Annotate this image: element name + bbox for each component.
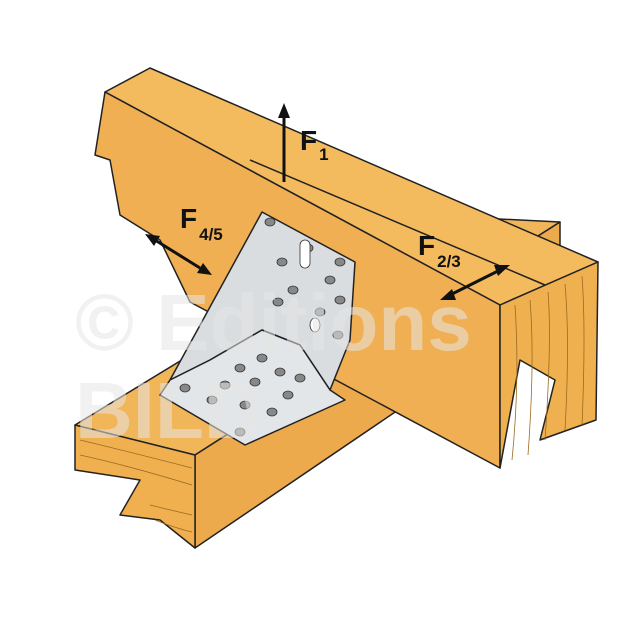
- watermark-line2: BILD: [75, 366, 262, 455]
- label-f1-main: F: [300, 125, 317, 156]
- label-f45-main: F: [180, 203, 197, 234]
- label-f1-sub: 1: [319, 145, 328, 164]
- screw-holes: [179, 217, 346, 437]
- arrow-f23: [440, 265, 510, 300]
- label-f23: F2/3: [418, 230, 461, 271]
- watermark-line1: © Editions: [75, 278, 472, 367]
- label-f45-sub: 4/5: [199, 225, 223, 244]
- arrow-f45: [145, 234, 212, 275]
- label-f23-sub: 2/3: [437, 252, 461, 271]
- label-f23-main: F: [418, 230, 435, 261]
- lower-beam-end-grain: [74, 424, 196, 549]
- angle-bracket: [159, 211, 356, 446]
- label-f45: F4/5: [180, 203, 223, 244]
- arrow-f1: [278, 103, 290, 182]
